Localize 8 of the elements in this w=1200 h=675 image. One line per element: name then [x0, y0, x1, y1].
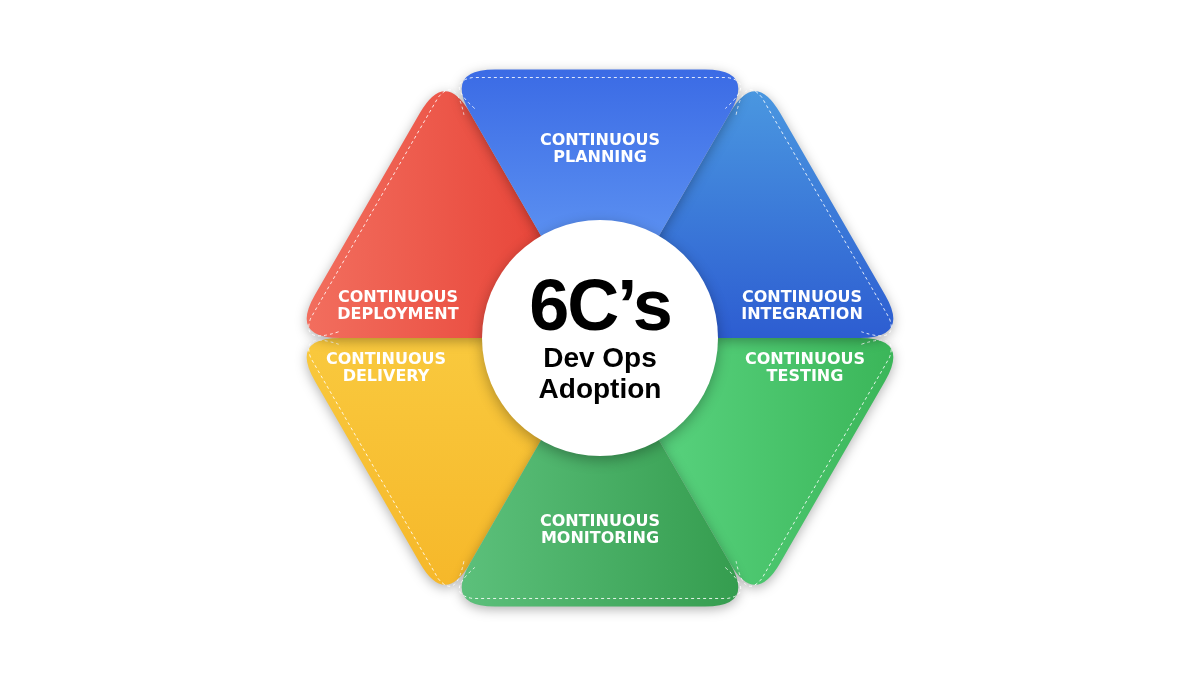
segment-label: CONTINUOUS DELIVERY: [324, 350, 448, 384]
subtitle-text: Dev Ops Adoption: [537, 342, 663, 404]
heading-text: 6C’s: [529, 268, 671, 342]
segment-label: CONTINUOUS INTEGRATION: [740, 288, 864, 322]
segment-label: CONTINUOUS DEPLOYMENT: [336, 288, 460, 322]
segment-label: CONTINUOUS PLANNING: [538, 131, 662, 165]
segment-label: CONTINUOUS MONITORING: [538, 512, 662, 546]
segment-label: CONTINUOUS TESTING: [743, 350, 867, 384]
